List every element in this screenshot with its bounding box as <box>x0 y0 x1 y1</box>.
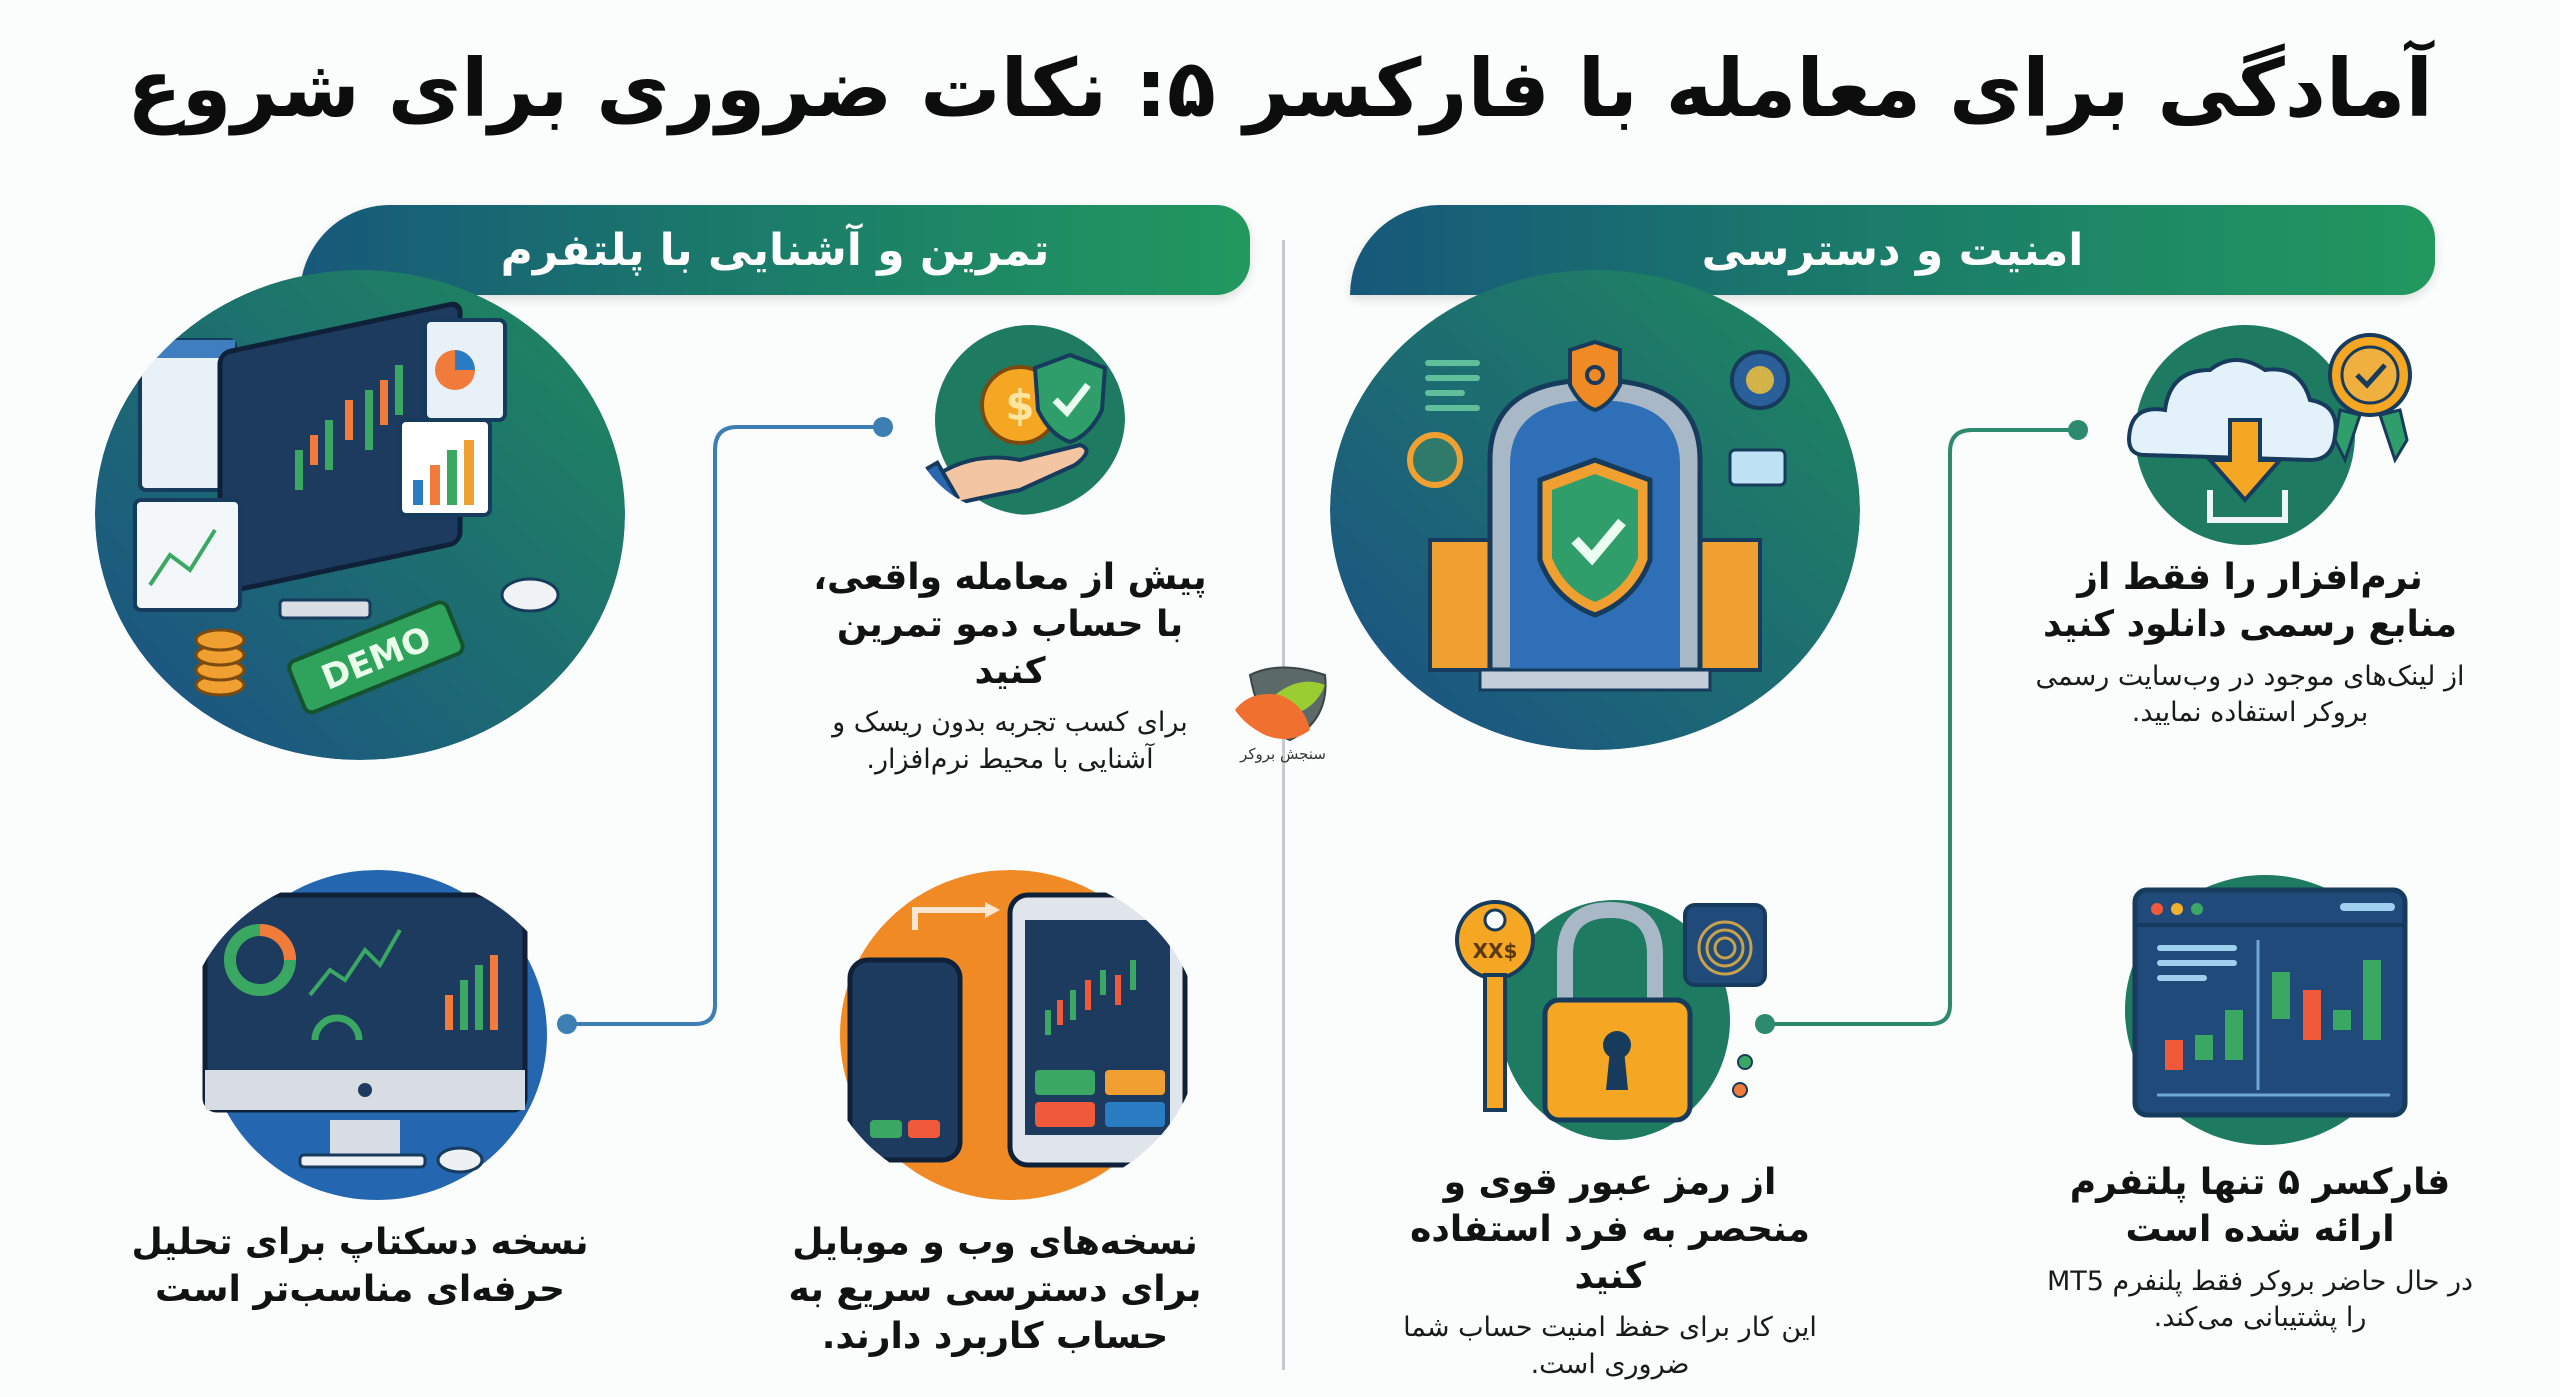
connector-line-left <box>555 417 895 1034</box>
tip-heading: پیش از معامله واقعی، با حساب دمو تمرین ک… <box>813 557 1207 692</box>
tip-mt5-only: فارکسر ۵ تنها پلتفرم ارائه شده است در حا… <box>2040 1160 2480 1336</box>
section-banner-label: تمرین و آشنایی با پلتفرم <box>500 224 1050 276</box>
watermark-text: سنجش بروکر <box>1240 745 1326 763</box>
tip-heading: نرم‌افزار را فقط از منابع رسمی دانلود کن… <box>2042 557 2458 645</box>
key-label: $XX <box>1473 939 1518 963</box>
tip-heading: فارکسر ۵ تنها پلتفرم ارائه شده است <box>2069 1162 2451 1250</box>
svg-text:$: $ <box>1005 381 1034 430</box>
bull-bear-logo-icon <box>1220 640 1340 780</box>
tip-demo-account: پیش از معامله واقعی، با حساب دمو تمرین ک… <box>800 555 1220 778</box>
tip-heading: نسخه دسکتاپ برای تحلیل حرفه‌ای مناسب‌تر … <box>131 1222 589 1310</box>
secure-gate-shield-icon <box>1330 270 1860 750</box>
tip-heading: نسخه‌های وب و موبایل برای دسترسی سریع به… <box>788 1222 1202 1357</box>
candlestick-window-icon <box>2105 875 2425 1145</box>
tip-description: در حال حاضر بروکر فقط پلنفرم MT5 را پشتی… <box>2046 1265 2474 1334</box>
section-banner-label: امنیت و دسترسی <box>1701 224 2084 276</box>
desktop-dashboard-icon <box>185 870 570 1200</box>
key-padlock-fingerprint-icon: $XX <box>1440 880 1785 1150</box>
section-banner-practice: تمرین و آشنایی با پلتفرم <box>300 205 1250 295</box>
connector-line-right <box>1750 420 2090 1034</box>
page-title: آمادگی برای معامله با فارکسر ۵: نکات ضرو… <box>127 42 2434 135</box>
hand-coin-shield-icon: $ <box>910 320 1125 515</box>
tip-description: از لینک‌های موجود در وب‌سایت رسمی بروکر … <box>2035 660 2465 729</box>
phone-tablet-icon <box>820 870 1200 1200</box>
demo-trading-desktop-icon: DEMO <box>95 270 625 760</box>
tip-web-mobile-versions: نسخه‌های وب و موبایل برای دسترسی سریع به… <box>770 1220 1220 1360</box>
tip-heading: از رمز عبور قوی و منحصر به فرد استفاده ک… <box>1410 1162 1810 1297</box>
tip-description: برای کسب تجربه بدون ریسک و آشنایی با محی… <box>832 707 1188 775</box>
tip-official-download: نرم‌افزار را فقط از منابع رسمی دانلود کن… <box>2030 555 2470 731</box>
tip-strong-password: از رمز عبور قوی و منحصر به فرد استفاده ک… <box>1390 1160 1830 1383</box>
cloud-download-badge-icon <box>2115 315 2430 550</box>
center-divider <box>1282 240 1285 1370</box>
tip-desktop-version: نسخه دسکتاپ برای تحلیل حرفه‌ای مناسب‌تر … <box>130 1220 590 1314</box>
tip-description: این کار برای حفظ امنیت حساب شما ضروری اس… <box>1403 1312 1817 1380</box>
